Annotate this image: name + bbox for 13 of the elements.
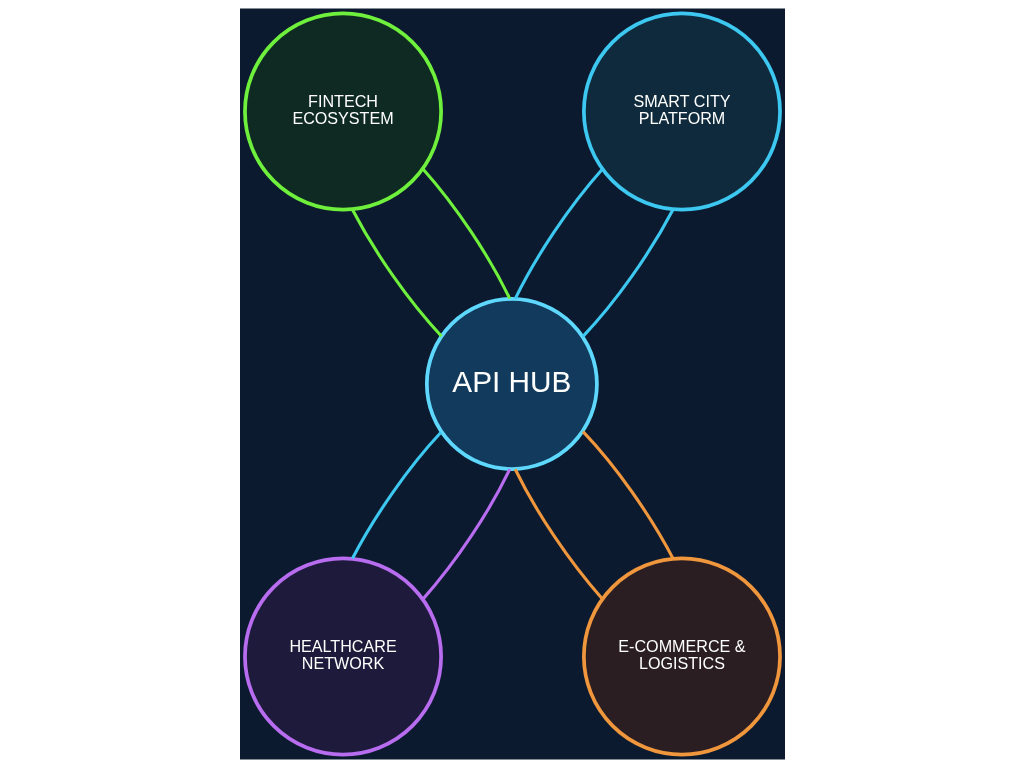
- node-circle: E-COMMERCE & LOGISTICS: [581, 556, 782, 757]
- connector: [513, 168, 604, 300]
- node-circle: API HUB: [424, 297, 599, 471]
- connector: [421, 167, 511, 300]
- node-circle: FINTECH ECOSYSTEM: [242, 11, 443, 212]
- connector: [421, 468, 511, 601]
- connector: [581, 208, 674, 338]
- connector: [581, 430, 674, 560]
- node-circle: SMART CITY PLATFORM: [581, 11, 782, 212]
- node-circle: HEALTHCARE NETWORK: [242, 556, 443, 757]
- connector: [513, 468, 603, 600]
- connector: [350, 431, 442, 560]
- connector: [350, 208, 443, 338]
